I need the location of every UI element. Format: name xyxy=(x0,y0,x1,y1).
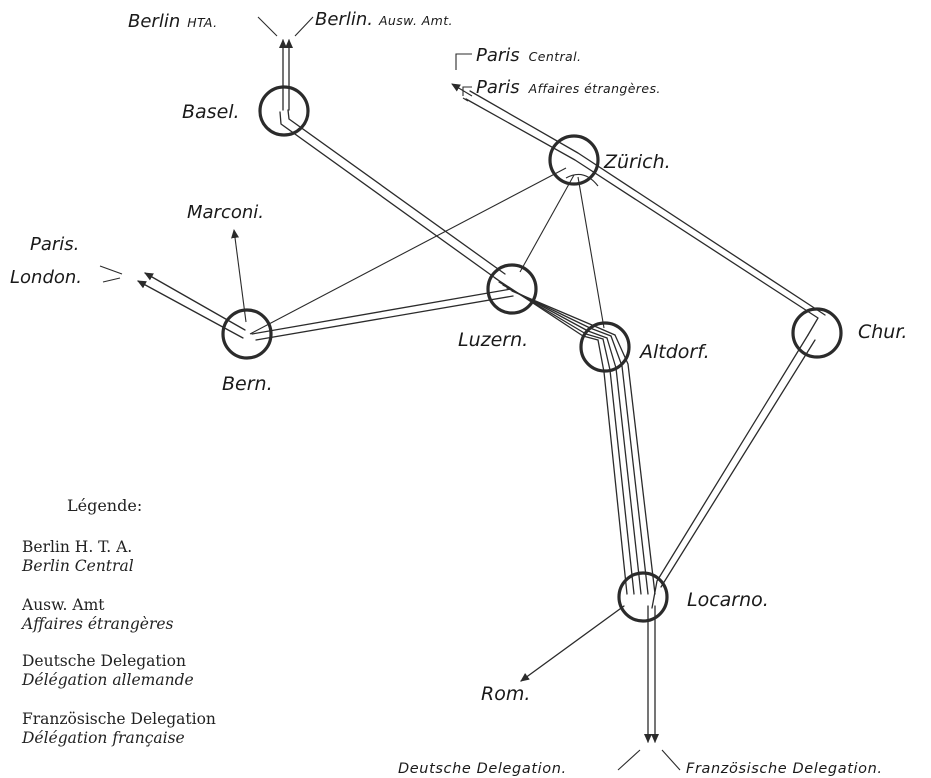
station-zuerich-node xyxy=(548,134,600,186)
line-chur-locarno-a xyxy=(651,334,809,609)
legend-entry-3-fr: Délégation allemande xyxy=(21,671,194,689)
line-bern-marconi xyxy=(231,229,247,323)
station-basel-label: Basel. xyxy=(182,101,240,123)
station-zuerich-label: Zürich. xyxy=(603,151,671,173)
line-bern-luzern-b xyxy=(255,295,514,341)
label-london: London. xyxy=(10,267,82,288)
station-chur-node xyxy=(791,307,843,359)
station-locarno-label: Locarno. xyxy=(687,589,769,611)
bundle-altdorf-locarno-5 xyxy=(614,334,656,595)
station-chur-label: Chur. xyxy=(858,321,907,343)
label-berlin-ausw-amt: Berlin.Ausw. Amt. xyxy=(315,9,453,30)
label-deutsche-delegation: Deutsche Delegation. xyxy=(398,761,567,777)
station-altdorf-node xyxy=(579,321,631,373)
line-chur-locarno-b xyxy=(660,339,816,588)
station-altdorf-label: Altdorf. xyxy=(638,341,710,363)
legend-title: Légende: xyxy=(67,496,142,515)
line-paris-stub xyxy=(99,265,123,275)
legend-entry-2-fr: Affaires étrangères xyxy=(20,615,174,633)
line-paris-zuerich-b xyxy=(469,90,826,316)
line-basel-luzern-b xyxy=(287,109,506,275)
arrow-paris-central xyxy=(451,83,473,97)
line-bern-paris xyxy=(144,272,246,331)
legend-entry-1-fr: Berlin Central xyxy=(21,557,134,575)
station-locarno-node xyxy=(617,571,669,623)
label-marconi: Marconi. xyxy=(187,202,264,223)
leader-franzoesische-delegation xyxy=(661,749,681,771)
station-nodes xyxy=(221,85,843,623)
station-basel-node xyxy=(258,85,310,137)
line-zuerich-altdorf xyxy=(577,176,605,329)
legend-entry-1-de: Berlin H. T. A. xyxy=(22,538,132,556)
legend-entry-4-fr: Délégation française xyxy=(21,729,185,747)
station-luzern-node xyxy=(486,263,538,315)
line-zuerich-arc xyxy=(565,173,599,187)
label-rom: Rom. xyxy=(481,683,530,705)
line-zuerich-bern xyxy=(249,167,567,335)
connection-lines xyxy=(99,16,826,771)
line-paris-zuerich-a xyxy=(465,98,819,336)
leader-deutsche-delegation xyxy=(617,749,641,771)
arrow-paris-affaires xyxy=(462,97,469,102)
leader-paris-affaires xyxy=(462,86,472,96)
legend-entry-4-de: Französische Delegation xyxy=(22,710,216,728)
line-bern-london xyxy=(137,280,244,339)
line-london-stub xyxy=(102,277,121,283)
line-zuerich-luzern xyxy=(519,174,575,273)
station-bern-label: Bern. xyxy=(222,373,273,395)
legend-entry-3-de: Deutsche Delegation xyxy=(22,652,186,670)
station-labels: Basel. Zürich. Bern. Luzern. Altdorf. Ch… xyxy=(182,101,907,611)
line-bern-luzern-a xyxy=(251,288,512,335)
label-paris: Paris. xyxy=(30,234,79,255)
bundle-altdorf-locarno-1 xyxy=(597,339,628,595)
station-bern-node xyxy=(221,308,273,360)
legend: Légende: Berlin H. T. A. Berlin Central … xyxy=(20,496,216,747)
line-basel-luzern-a xyxy=(279,111,499,281)
leader-paris-central xyxy=(455,53,472,70)
line-locarno-rom xyxy=(520,605,625,682)
leader-berlin-hta xyxy=(257,16,278,37)
station-luzern-label: Luzern. xyxy=(458,329,528,351)
bundle-altdorf-locarno-3 xyxy=(606,337,642,595)
leader-berlin-amt xyxy=(294,16,314,37)
legend-entry-2-de: Ausw. Amt xyxy=(21,596,105,614)
label-franzoesische-delegation: Französische Delegation. xyxy=(686,761,883,777)
